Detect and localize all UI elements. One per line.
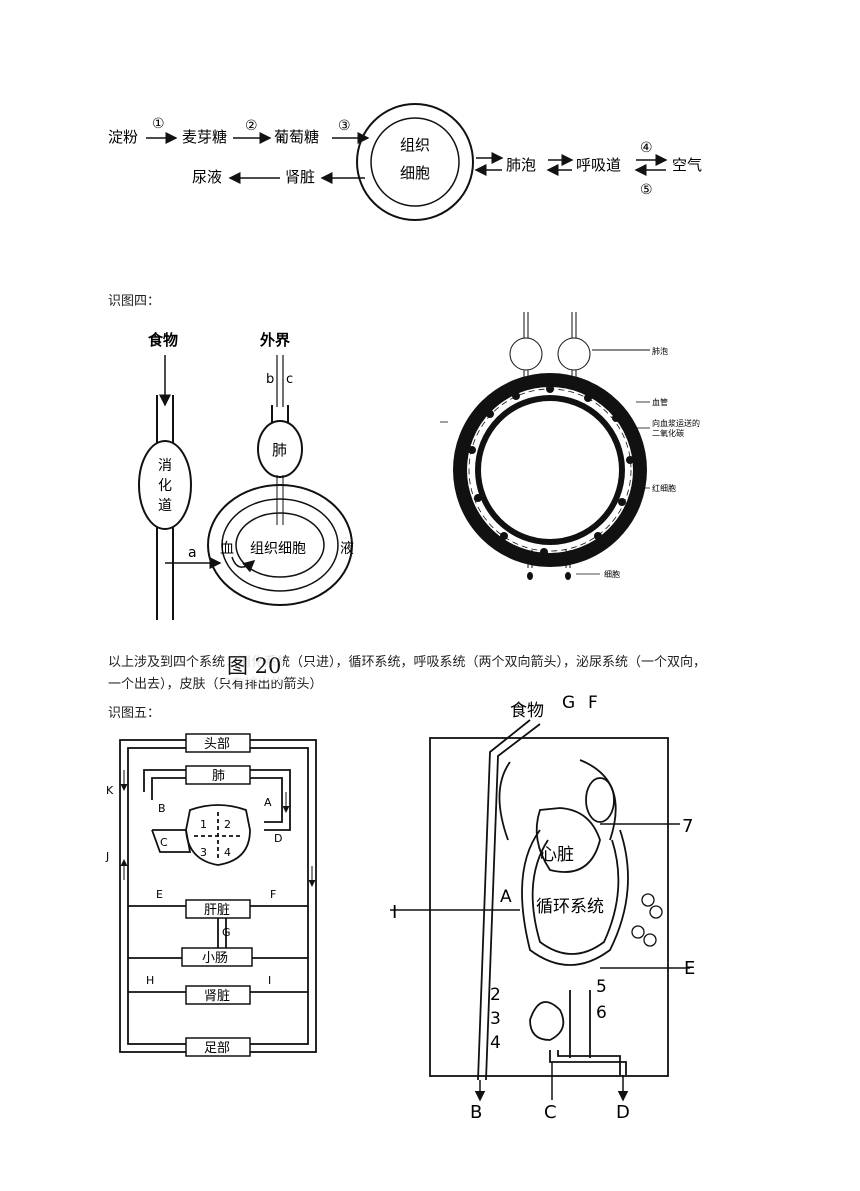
- label-a: a: [188, 545, 197, 561]
- co2-label-line-2: 二氧化碳: [652, 428, 684, 438]
- label-b: b: [266, 372, 274, 387]
- chamber-1: 1: [200, 818, 207, 831]
- circulation-system-label: 循环系统: [536, 897, 604, 917]
- label-7-right: 7: [682, 816, 693, 837]
- digestive-tract-char-3: 道: [158, 498, 172, 514]
- figure-5-left-diagram: 头部 肺 肝脏 小肠 肾脏 足部 K J A B C D E F G H I 1…: [105, 733, 317, 1057]
- label-A-right: A: [500, 887, 512, 907]
- caption-figure-4: 识图四：: [108, 294, 161, 309]
- chamber-3: 3: [200, 846, 207, 859]
- caption-figure-5: 识图五：: [108, 706, 161, 721]
- label-D: D: [274, 832, 282, 845]
- foot-label: 足部: [204, 1041, 230, 1056]
- lung-box-label: 肺: [212, 769, 225, 784]
- alveoli-label: 肺泡: [506, 156, 536, 174]
- chamber-2: 2: [224, 818, 231, 831]
- maltose-label: 麦芽糖: [182, 128, 227, 146]
- summary-line-2: 一个出去），皮肤（只有排出的箭头）: [108, 677, 323, 692]
- head-label: 头部: [204, 737, 230, 752]
- tissue-fluid-label: 液: [340, 541, 354, 557]
- label-G: G: [222, 926, 231, 939]
- step-3-marker: ③: [338, 118, 351, 134]
- kidney-label: 肾脏: [285, 168, 315, 186]
- step-4-marker: ④: [640, 140, 653, 156]
- label-2-right: 2: [490, 985, 501, 1005]
- air-label: 空气: [672, 156, 702, 174]
- tissue-cell-label-1: 组织: [400, 136, 430, 154]
- digestive-tract-char-2: 化: [158, 478, 172, 494]
- summary-line-1: 以上涉及到四个系统：消化系统（只进），循环系统，呼吸系统（两个双向箭头），泌尿系…: [108, 655, 707, 670]
- figure-4-left-diagram: 食物 消 化 道 外界 b c 肺 血 组织细胞 液 a: [138, 331, 354, 620]
- liver-label: 肝脏: [204, 903, 230, 918]
- red-blood-cells: [468, 385, 634, 556]
- glucose-label: 葡萄糖: [274, 128, 319, 146]
- label-I: I: [268, 974, 271, 987]
- label-B: B: [158, 802, 166, 815]
- heart-label: 心脏: [540, 845, 574, 865]
- label-5-right: 5: [596, 977, 607, 997]
- label-I-right: I: [392, 902, 397, 923]
- blood-label: 血: [220, 541, 234, 557]
- label-F: F: [270, 888, 276, 901]
- label-c: c: [286, 372, 293, 387]
- step-5-marker: ⑤: [640, 182, 653, 198]
- food-label: 食物: [148, 331, 178, 349]
- label-B-right: B: [470, 1102, 482, 1120]
- kidney-box-label: 肾脏: [204, 989, 230, 1004]
- label-J: J: [105, 850, 109, 863]
- label-C-right: C: [544, 1102, 557, 1120]
- figure-5-right-diagram: 食物 G F 心脏 循环系统 A I E 7 2 3 4 5 6 B C D: [390, 693, 695, 1120]
- airway-label: 呼吸道: [576, 156, 621, 174]
- label-A: A: [264, 796, 272, 809]
- figure-20-label: 图 20: [225, 650, 284, 680]
- label-E: E: [156, 888, 163, 901]
- label-D-right: D: [616, 1102, 630, 1120]
- food-label-5: 食物: [510, 701, 544, 721]
- outside-label: 外界: [259, 331, 290, 349]
- tissue-cell-label-2: 细胞: [400, 164, 430, 182]
- label-C: C: [160, 836, 168, 849]
- vessel-label: 血管: [652, 397, 668, 407]
- step-2-marker: ②: [245, 118, 258, 134]
- small-intestine-label: 小肠: [202, 951, 228, 966]
- label-G-right: G: [562, 693, 575, 713]
- digestive-tract-char-1: 消: [158, 458, 172, 474]
- label-6-right: 6: [596, 1003, 607, 1023]
- label-F-right: F: [588, 693, 598, 713]
- starch-label: 淀粉: [108, 128, 138, 146]
- tissue-cell-label: 组织细胞: [250, 541, 306, 557]
- label-4-right: 4: [490, 1033, 501, 1053]
- figure-4-right-diagram: 肺泡 血管 向血浆运送的 二氧化碳 红细胞 细胞: [440, 312, 700, 580]
- step-1-marker: ①: [152, 116, 165, 132]
- co2-label-line-1: 向血浆运送的: [652, 418, 700, 428]
- urine-label: 尿液: [192, 168, 222, 186]
- label-H: H: [146, 974, 154, 987]
- nutrient-flow-diagram: 组织 细胞 淀粉 ① 麦芽糖 ② 葡萄糖 ③ 尿液 肾脏 肺泡 呼吸道 ④ ⑤ …: [108, 103, 702, 221]
- cell-label: 细胞: [604, 569, 620, 579]
- red-blood-cell-label: 红细胞: [652, 483, 676, 493]
- label-K: K: [106, 784, 114, 797]
- label-E-right: E: [684, 958, 695, 979]
- lung-label: 肺: [272, 441, 287, 459]
- chamber-4: 4: [224, 846, 231, 859]
- label-3-right: 3: [490, 1009, 501, 1029]
- alveolus-label: 肺泡: [652, 346, 668, 356]
